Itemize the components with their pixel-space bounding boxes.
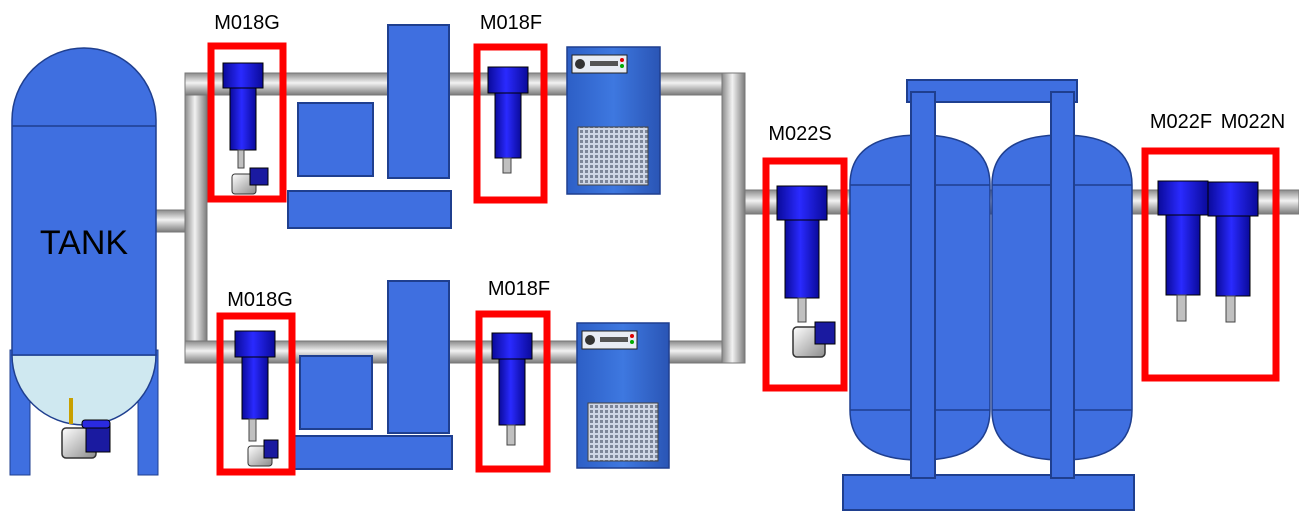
tank-label: TANK [40, 224, 128, 262]
air-tank: TANK [9, 47, 159, 476]
filter-m022s [762, 157, 848, 392]
label-m022f: M022F [1150, 111, 1212, 133]
label-m022s: M022S [768, 123, 831, 145]
bottom-branch-equipment [289, 280, 453, 470]
filter-bottom-m018g [216, 312, 296, 476]
tank-drain-icon [61, 398, 111, 459]
label-bottom-m018f: M018F [488, 278, 550, 300]
filter-top-m018g [207, 42, 287, 203]
label-m022n: M022N [1221, 111, 1285, 133]
label-top-m018g: M018G [214, 12, 280, 34]
desiccant-dryer-twin-tower [842, 79, 1135, 511]
label-bottom-m018g: M018G [227, 289, 293, 311]
filter-top-m018f [473, 43, 548, 204]
top-dryer-unit [566, 46, 661, 195]
top-branch-equipment [287, 24, 452, 229]
filter-pair-m022f-m022n [1141, 147, 1280, 382]
label-top-m018f: M018F [480, 12, 542, 34]
filter-bottom-m018f [475, 310, 551, 473]
bottom-dryer-unit [576, 322, 670, 469]
